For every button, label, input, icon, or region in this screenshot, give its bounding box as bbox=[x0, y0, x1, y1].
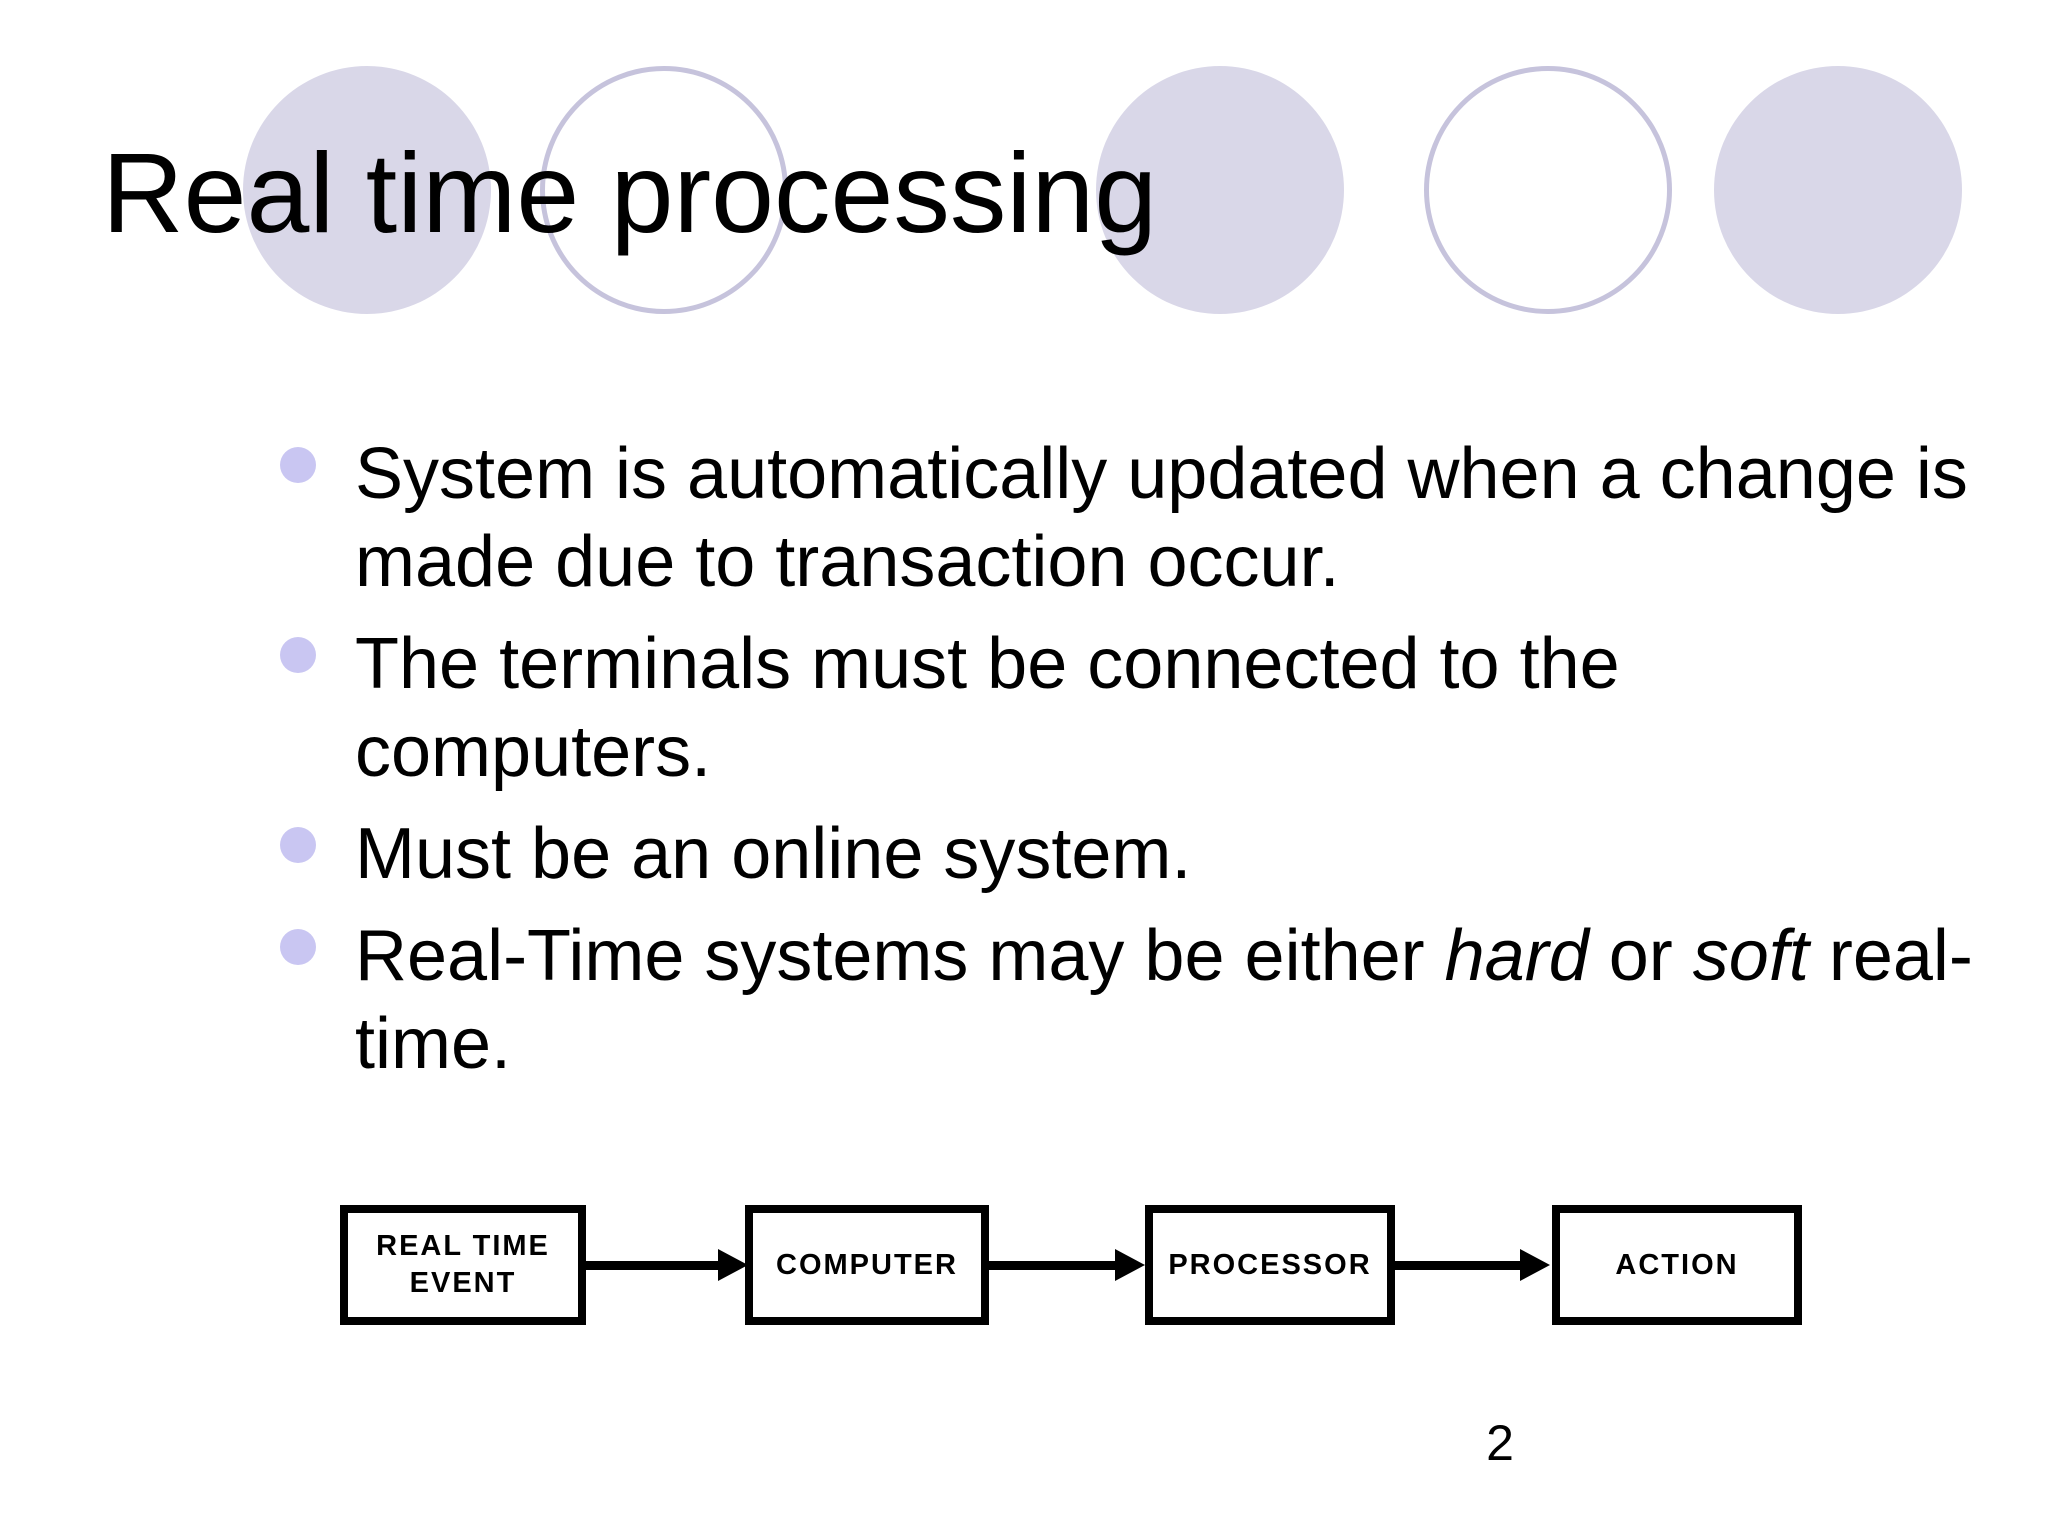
diagram-node-label: REAL TIME EVENT bbox=[376, 1230, 550, 1299]
page-number: 2 bbox=[1486, 1415, 1514, 1471]
diagram-node-processor: PROCESSOR bbox=[1145, 1205, 1395, 1325]
diagram-node-label: COMPUTER bbox=[776, 1248, 958, 1281]
bullet-text-italic: soft bbox=[1692, 916, 1809, 996]
diagram-node-real-time-event: REAL TIME EVENT bbox=[340, 1205, 586, 1325]
bullet-icon bbox=[280, 827, 316, 863]
bullet-item: The terminals must be connected to the c… bbox=[280, 620, 2000, 796]
diagram-node-label: PROCESSOR bbox=[1168, 1248, 1372, 1281]
arrow-head-icon bbox=[1520, 1249, 1550, 1281]
bullet-icon bbox=[280, 929, 316, 965]
bullet-text: System is automatically updated when a c… bbox=[355, 434, 1968, 602]
bullet-icon bbox=[280, 637, 316, 673]
decorative-outlined-circle-1 bbox=[540, 66, 788, 314]
bullet-item: Real-Time systems may be either hard or … bbox=[280, 912, 2000, 1088]
arrow-head-icon bbox=[1115, 1249, 1145, 1281]
arrow-line bbox=[987, 1261, 1117, 1270]
decorative-outlined-circle-2 bbox=[1424, 66, 1672, 314]
bullet-text-segment: Real-Time systems may be either bbox=[355, 916, 1445, 996]
bullet-text: Real-Time systems may be either hard or … bbox=[355, 912, 1980, 1088]
decorative-filled-circle-2 bbox=[1096, 66, 1344, 314]
bullet-list: System is automatically updated when a c… bbox=[280, 430, 2000, 1102]
arrow-line bbox=[1392, 1261, 1522, 1270]
diagram-node-action: ACTION bbox=[1552, 1205, 1802, 1325]
bullet-text-segment: or bbox=[1588, 916, 1693, 996]
bullet-item: System is automatically updated when a c… bbox=[280, 430, 2000, 606]
slide-title: Real time processing bbox=[102, 130, 1158, 256]
decorative-filled-circle-1 bbox=[243, 66, 491, 314]
bullet-text-italic: hard bbox=[1444, 916, 1589, 996]
arrow-line bbox=[584, 1261, 720, 1270]
diagram-node-computer: COMPUTER bbox=[745, 1205, 989, 1325]
bullet-text: Must be an online system. bbox=[355, 814, 1192, 894]
bullet-icon bbox=[280, 447, 316, 483]
arrow-head-icon bbox=[718, 1249, 748, 1281]
bullet-text-segment: real-time. bbox=[355, 916, 1973, 1084]
bullet-text: The terminals must be connected to the c… bbox=[355, 624, 1620, 792]
bullet-item: Must be an online system. bbox=[280, 810, 2000, 898]
decorative-filled-circle-3 bbox=[1714, 66, 1962, 314]
diagram-node-label: ACTION bbox=[1615, 1248, 1739, 1281]
